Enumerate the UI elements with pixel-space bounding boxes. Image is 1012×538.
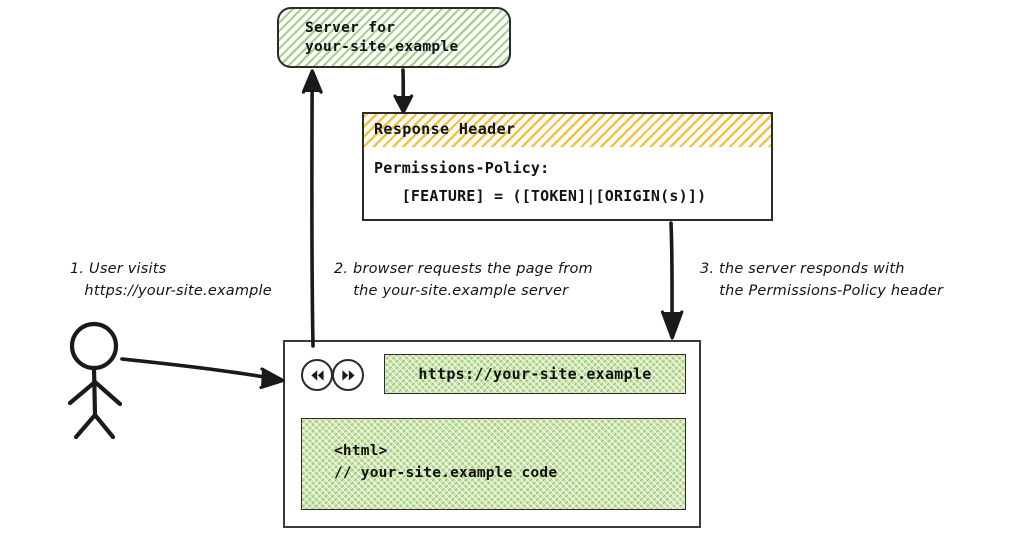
- response-header-title: Response Header: [374, 120, 516, 138]
- annotation-step-3: 3. the server responds with the Permissi…: [700, 261, 944, 299]
- code-line-html-tag: <html>: [334, 443, 388, 459]
- back-button[interactable]: [301, 359, 333, 391]
- code-line-comment: // your-site.example code: [334, 465, 558, 481]
- arrow-header-to-browser: [660, 221, 684, 340]
- url-address-bar[interactable]: https://your-site.example: [384, 354, 686, 394]
- browser-page-viewport: <html> // your-site.example code: [285, 404, 699, 526]
- permissions-policy-value: [FEATURE] = ([TOKEN]|[ORIGIN(s)]): [374, 187, 707, 205]
- forward-button[interactable]: [332, 359, 364, 391]
- response-header-card: Response Header Permissions-Policy: [FEA…: [362, 112, 773, 221]
- browser-window: https://your-site.example <html> // your…: [283, 340, 701, 528]
- permissions-policy-key: Permissions-Policy:: [374, 159, 550, 177]
- annotation-step-1: 1. User visits https://your-site.example: [70, 261, 272, 299]
- response-header-title-row: Response Header: [364, 114, 771, 149]
- response-header-body: Permissions-Policy: [FEATURE] = ([TOKEN]…: [364, 147, 771, 219]
- arrow-user-to-browser: [120, 357, 285, 390]
- arrow-browser-to-server: [301, 69, 323, 348]
- browser-toolbar: https://your-site.example: [285, 342, 699, 406]
- arrow-server-to-header: [393, 68, 414, 114]
- server-node-label: Server for your-site.example: [305, 20, 459, 55]
- rewind-double-chevron-left-icon: [309, 369, 326, 382]
- stick-figure-user: [67, 321, 123, 440]
- page-code-block: <html> // your-site.example code: [301, 418, 686, 510]
- server-node: Server for your-site.example: [277, 7, 511, 68]
- annotation-step-2: 2. browser requests the page from the yo…: [334, 261, 593, 299]
- url-address-bar-value: https://your-site.example: [418, 365, 652, 383]
- fast-forward-double-chevron-right-icon: [340, 369, 357, 382]
